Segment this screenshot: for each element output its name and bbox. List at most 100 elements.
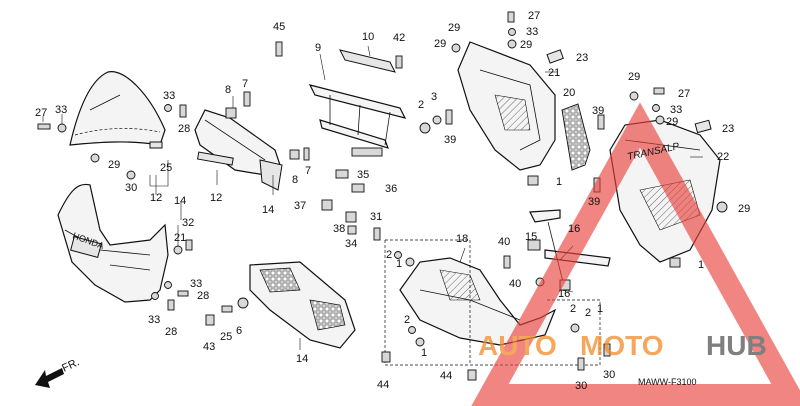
callout: 30 — [575, 380, 587, 392]
callout: 1 — [698, 259, 704, 271]
callout: 40 — [509, 278, 521, 290]
callout: 28 — [165, 326, 177, 338]
grommet-8-a — [225, 107, 237, 119]
screw-29 — [90, 153, 100, 163]
watermark: AUTO MOTO HUB — [471, 102, 800, 406]
screw-7-b — [303, 147, 310, 161]
callout: 27 — [678, 88, 690, 100]
callout: 2 — [585, 307, 591, 319]
callout: 29 — [666, 116, 678, 128]
windscreen — [69, 71, 166, 146]
callout: 29 — [628, 71, 640, 83]
callout: 33 — [526, 26, 538, 38]
grommet-33-d — [652, 104, 660, 112]
callout: 16 — [558, 288, 570, 300]
grommet-20 — [173, 245, 183, 255]
watermark-moto: MOTO — [580, 330, 663, 361]
callout: 14 — [262, 204, 274, 216]
callout: 33 — [163, 90, 175, 102]
callout-labels: 27 33 29 30 25 12 33 28 14 21 32 33 28 3… — [35, 10, 750, 392]
callout: 7 — [305, 165, 311, 177]
callout: 35 — [357, 169, 369, 181]
callout: 14 — [174, 195, 186, 207]
bolt-45 — [275, 41, 283, 57]
callout: 33 — [148, 314, 160, 326]
callout: 44 — [440, 370, 452, 382]
callout: 12 — [150, 192, 162, 204]
callout: 9 — [315, 42, 321, 54]
side-cowl-inner — [457, 41, 556, 171]
watermark-auto: AUTO — [478, 330, 557, 361]
callout: 7 — [242, 78, 248, 90]
nut-2-b — [415, 337, 425, 347]
clip-34 — [347, 225, 357, 235]
watermark-triangle — [471, 102, 800, 406]
grommet-6 — [237, 297, 249, 309]
callout: 21 — [174, 232, 186, 244]
callout: 40 — [498, 236, 510, 248]
clip-36 — [351, 183, 365, 193]
screw-41-a — [503, 255, 511, 269]
screw-28-a — [179, 104, 187, 118]
callout: 42 — [393, 32, 405, 44]
callout: 28 — [178, 123, 190, 135]
callout: 33 — [670, 104, 682, 116]
callout: 1 — [556, 176, 562, 188]
fairing-stay — [308, 49, 407, 157]
bolt-42 — [395, 55, 403, 69]
nut-30-d — [655, 115, 665, 125]
grommet-3-a — [394, 251, 402, 259]
callout: 29 — [434, 38, 446, 50]
callout: 30 — [125, 182, 137, 194]
callout: 29 — [738, 203, 750, 215]
callout: 28 — [197, 290, 209, 302]
screw-44-a — [381, 351, 391, 363]
callout: 44 — [377, 379, 389, 391]
nut-4 — [419, 122, 431, 134]
watermark-hub: HUB — [706, 330, 767, 361]
clip-35 — [335, 169, 349, 179]
callout: 29 — [520, 39, 532, 51]
grommet-8-b — [289, 149, 300, 160]
callout: 12 — [210, 192, 222, 204]
callout: 33 — [190, 278, 202, 290]
callout: 36 — [385, 183, 397, 195]
screw-28-d — [653, 87, 665, 95]
screw-31-b — [577, 357, 585, 371]
callout: 3 — [431, 91, 437, 103]
callout: 34 — [345, 238, 357, 250]
front-arrow-icon — [35, 368, 64, 388]
callout: 30 — [603, 369, 615, 381]
screw-43 — [205, 314, 215, 326]
grommet-30-a — [451, 43, 461, 53]
diagram-code: MAWW-F3100 — [638, 377, 697, 387]
screw-28-b — [167, 290, 189, 311]
callout: 1 — [421, 347, 427, 359]
callout: 27 — [528, 10, 540, 22]
callout: 14 — [296, 353, 308, 365]
callout: 2 — [570, 303, 576, 315]
screw-28-c — [507, 11, 515, 23]
callout: 10 — [362, 31, 374, 43]
callout: 20 — [563, 87, 575, 99]
callout: 39 — [592, 105, 604, 117]
nut-2-a — [405, 257, 415, 267]
callout: 8 — [292, 174, 298, 186]
bolt-39 — [445, 109, 453, 125]
callout: 8 — [225, 84, 231, 96]
clip-37 — [321, 199, 333, 211]
grommet-3-b — [408, 326, 416, 334]
callout: 1 — [597, 303, 603, 315]
nut-5 — [432, 115, 442, 125]
nut-30-e — [716, 201, 728, 213]
dashed-frame — [384, 239, 601, 366]
callout: 29 — [108, 159, 120, 171]
upper-fairing — [57, 183, 169, 303]
screw-40-a — [597, 114, 605, 130]
callout: 2 — [386, 249, 392, 261]
callout: 25 — [220, 331, 232, 343]
grommet-33-b — [151, 281, 172, 300]
callout: 32 — [182, 217, 194, 229]
direction-label: FR. — [60, 356, 81, 374]
